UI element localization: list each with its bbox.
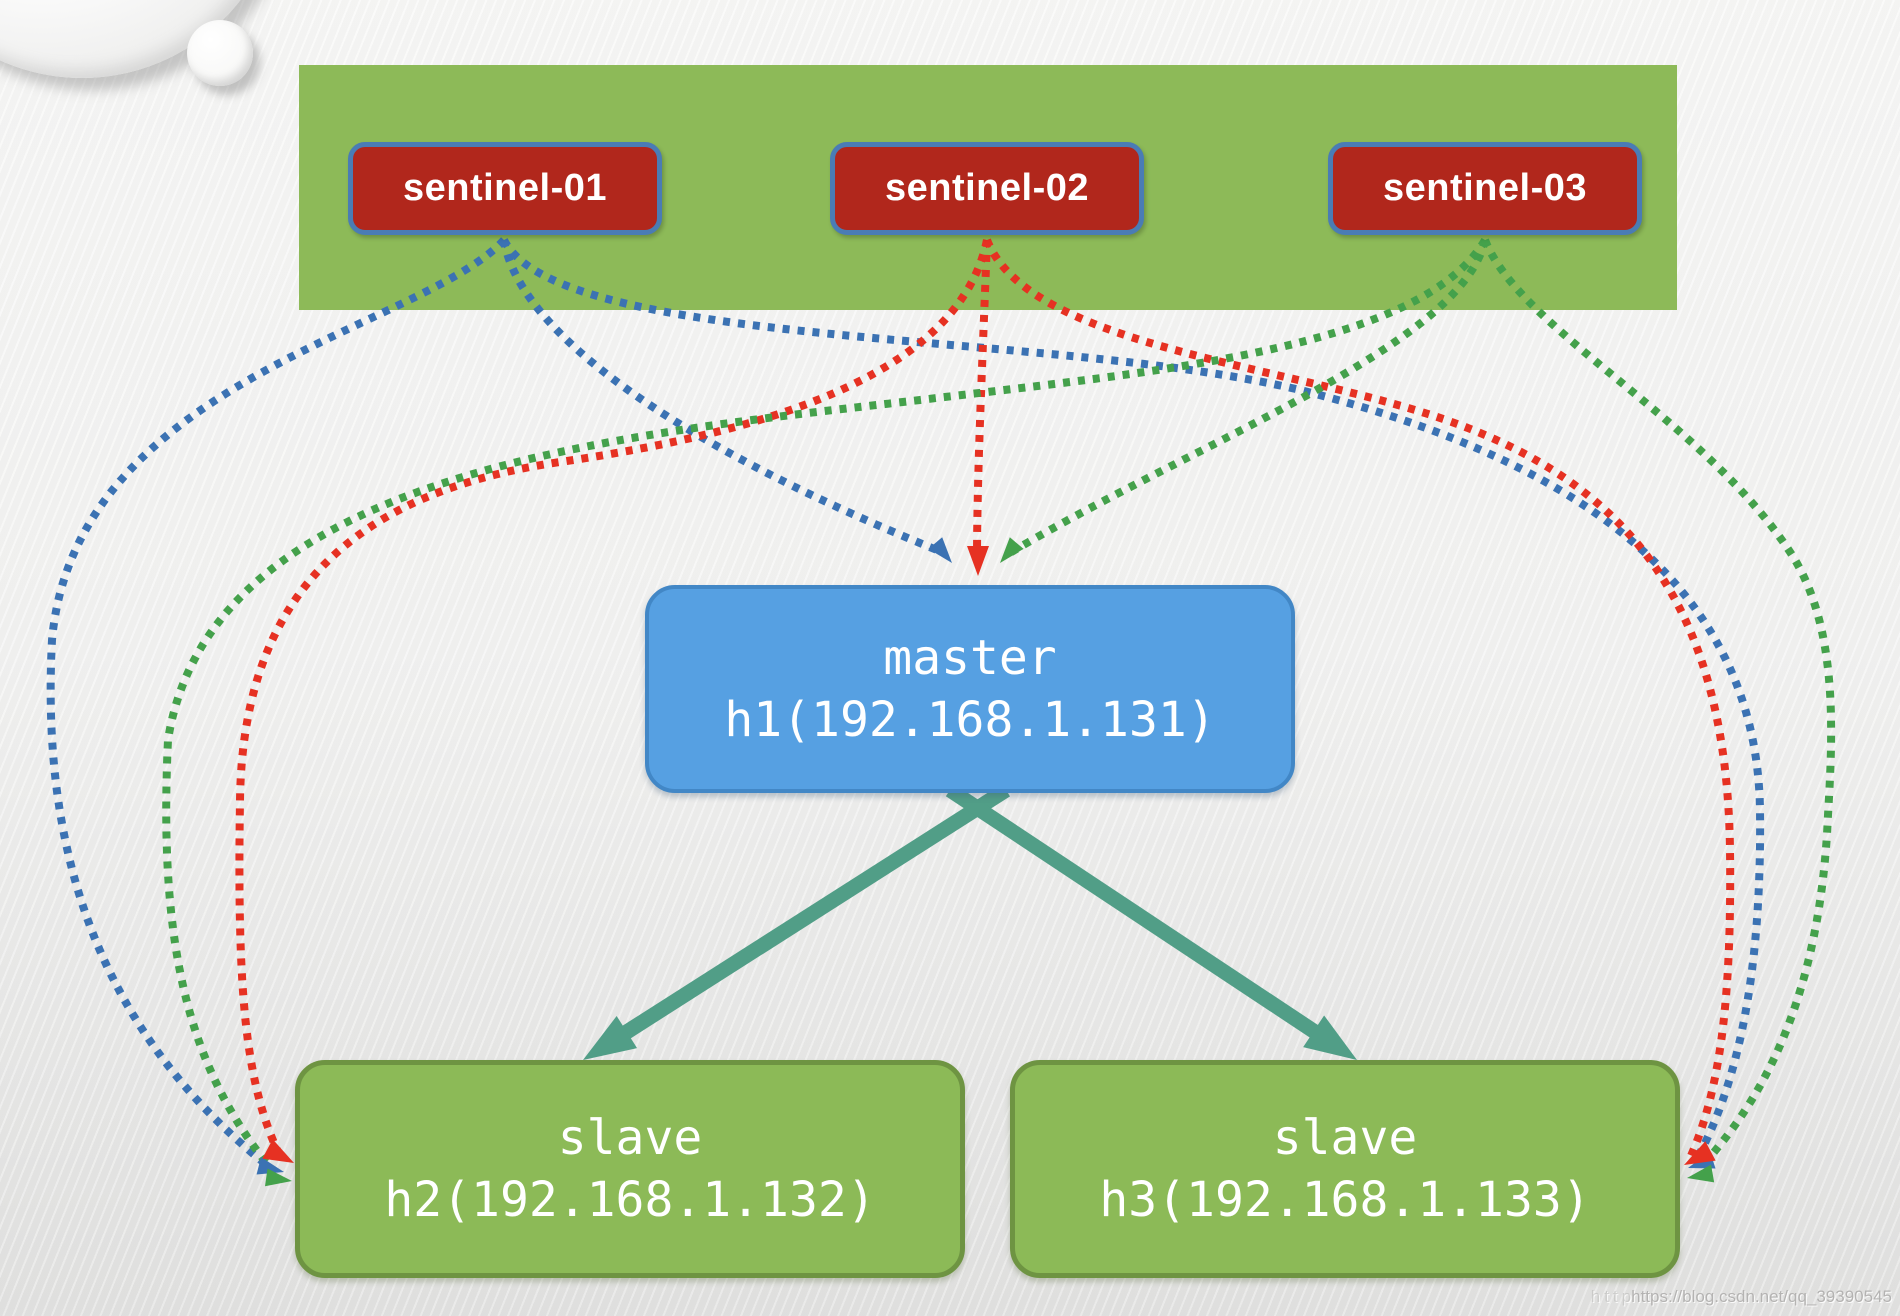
arrowhead-green-master [1000,537,1024,563]
node-master: master h1(192.168.1.131) [645,585,1295,793]
edge-sentinel-01-to-master [500,239,944,556]
watermark: httphttps://blog.csdn.net/qq_39390545 [1591,1287,1892,1307]
watermark-url: https://blog.csdn.net/qq_39390545 [1631,1287,1892,1306]
arrowhead-green-slave-h2 [265,1168,292,1187]
node-sentinel-01-label: sentinel-01 [402,167,608,209]
edge-master-to-slave-h3 [945,783,1323,1041]
edge-sentinel-03-to-slave-h3 [1481,238,1836,1171]
watermark-ghost: http [1590,1287,1636,1306]
node-master-title: master [883,630,1057,686]
arrowhead-blue-master [928,537,952,563]
edge-sentinel-02-to-master [973,239,991,561]
edge-sentinel-03-to-slave-h2 [162,237,1489,1173]
node-master-address: h1(192.168.1.131) [724,692,1216,748]
edge-sentinel-02-to-slave-h2 [235,239,991,1154]
node-sentinel-03-label: sentinel-03 [1382,167,1588,209]
arrowhead-red-slave-h2 [262,1139,294,1163]
node-slave-h3: slave h3(192.168.1.133) [1010,1060,1680,1278]
node-slave-h3-title: slave [1272,1110,1418,1166]
node-slave-h2-address: h2(192.168.1.132) [384,1172,876,1228]
node-slave-h2-title: slave [557,1110,703,1166]
node-sentinel-02: sentinel-02 [830,142,1144,235]
decoration-sphere-small-icon [187,20,253,86]
arrowhead-blue-slave-h2 [256,1156,284,1175]
edge-sentinel-03-to-master [1005,239,1489,558]
node-slave-h3-address: h3(192.168.1.133) [1099,1172,1591,1228]
node-sentinel-01: sentinel-01 [348,142,662,235]
edge-master-to-slave-h2 [617,783,1011,1042]
arrowhead-green-slave-h3 [1687,1164,1715,1183]
arrowhead-red-slave-h3 [1684,1141,1716,1165]
edge-sentinel-01-to-slave-h2 [46,237,507,1170]
node-sentinel-02-label: sentinel-02 [884,167,1090,209]
node-sentinel-03: sentinel-03 [1328,142,1642,235]
arrowhead-master-to-slave-h3 [1303,1015,1357,1060]
arrowhead-red-master [967,546,989,576]
node-slave-h2: slave h2(192.168.1.132) [295,1060,965,1278]
arrowhead-master-to-slave-h2 [583,1016,638,1060]
